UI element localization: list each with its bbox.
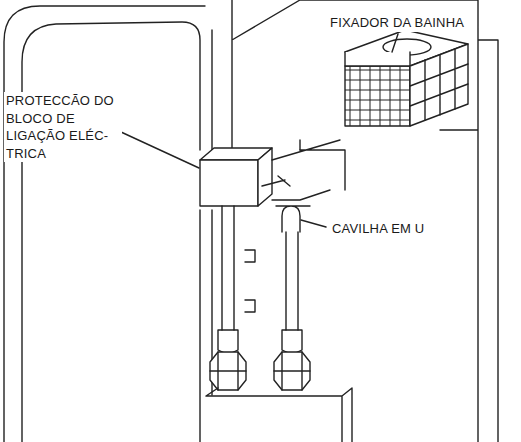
latch (262, 176, 290, 186)
leader-line (121, 132, 199, 168)
protection-block (200, 160, 258, 206)
gland (210, 352, 310, 390)
housing (232, 0, 498, 442)
fixer-grid (345, 66, 410, 126)
cable (222, 206, 298, 330)
u-bolt (276, 206, 310, 232)
gland-flats (210, 352, 310, 390)
panel-outer (4, 6, 205, 442)
housing-slot (245, 250, 255, 312)
leader-line (392, 34, 398, 52)
panel-inner (22, 22, 200, 442)
leader-line (301, 220, 326, 227)
fixer-side-grid (410, 49, 468, 120)
bracket (272, 140, 345, 200)
protection-side (258, 148, 272, 206)
fixer-side (410, 44, 468, 126)
fixer-front (345, 52, 410, 66)
part-label: CAVILHA EM U (330, 220, 426, 238)
part-label: FIXADOR DA BAINHA (328, 14, 466, 32)
lower-box (206, 388, 352, 442)
cable-end (218, 330, 302, 353)
part-label: PROTECCÃO DO BLOCO DE LIGAÇÃO ELÉC- TRIC… (4, 92, 122, 162)
